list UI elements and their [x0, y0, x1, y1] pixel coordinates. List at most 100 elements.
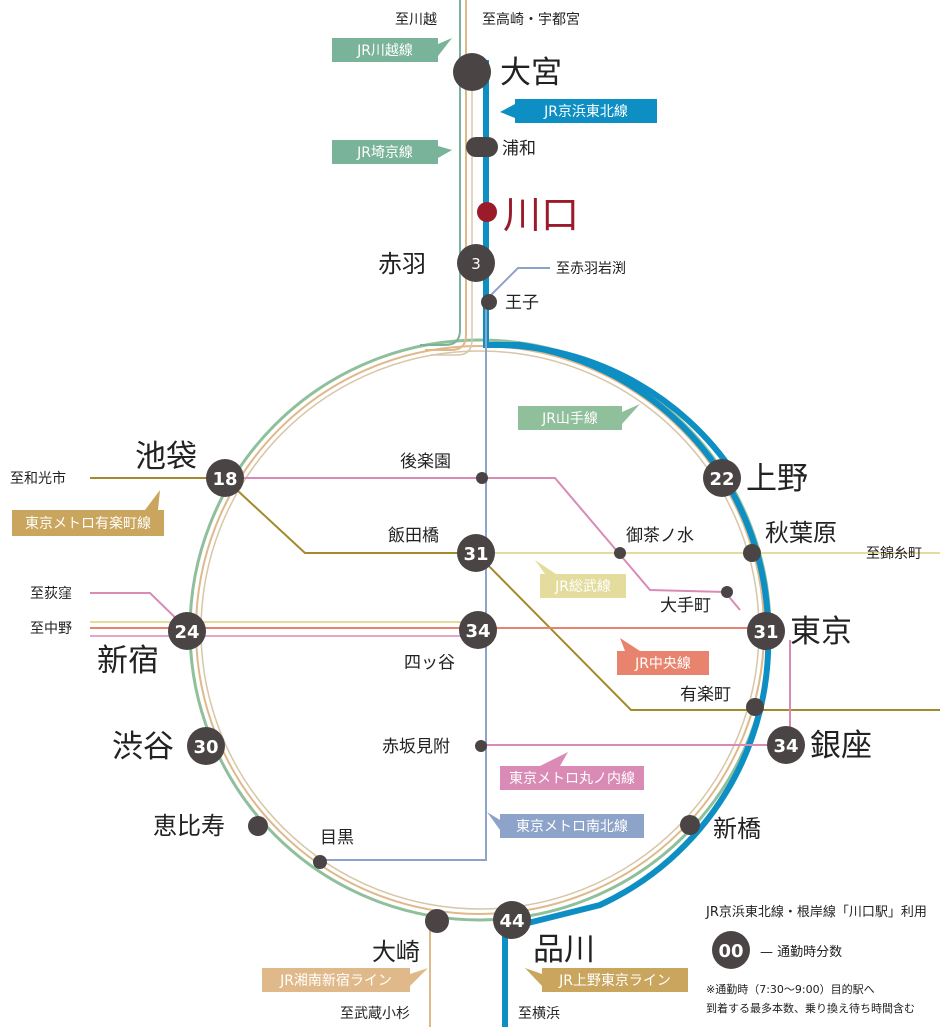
- legend: JR京浜東北線・根岸線「川口駅」利用 00 — 通勤時分数 ※通勤時（7:30〜…: [705, 904, 927, 1015]
- station-shimbashi-label: 新橋: [713, 815, 761, 843]
- svg-text:JR川越線: JR川越線: [356, 43, 413, 59]
- station-akabane-label: 赤羽: [378, 250, 426, 278]
- station-shibuya-marker[interactable]: [187, 727, 225, 765]
- station-ikebukuro-time: 18: [212, 469, 237, 490]
- station-korakuen-marker[interactable]: [476, 472, 488, 484]
- station-ginza-label: 銀座: [810, 728, 872, 764]
- tag-yurakucho: 東京メトロ有楽町線: [12, 490, 164, 536]
- station-yotsuya-marker[interactable]: [459, 611, 497, 649]
- tag-saikyo: JR埼京線: [332, 140, 452, 164]
- legend-sample-marker: [712, 931, 750, 969]
- svg-text:東京メトロ丸ノ内線: 東京メトロ丸ノ内線: [509, 771, 635, 787]
- station-ebisu-label: 恵比寿: [153, 812, 225, 840]
- station-urawa-label: 浦和: [502, 139, 536, 159]
- station-oji-marker[interactable]: [481, 294, 497, 310]
- station-urawa-marker[interactable]: [466, 137, 498, 157]
- svg-text:JR京浜東北線: JR京浜東北線: [543, 104, 628, 120]
- svg-text:JR埼京線: JR埼京線: [356, 145, 413, 161]
- line-paths: [90, 0, 940, 1027]
- akabaneiwabuchi-spur: [485, 267, 550, 301]
- station-yotsuya-label: 四ッ谷: [404, 653, 455, 673]
- station-otemachi-marker[interactable]: [721, 586, 733, 598]
- shonan-trunk-line: [425, 0, 467, 351]
- station-iidabashi-label: 飯田橋: [388, 526, 439, 546]
- svg-text:JR湘南新宿ライン: JR湘南新宿ライン: [279, 972, 392, 989]
- station-akihabara-marker[interactable]: [743, 544, 761, 562]
- station-shinjuku-label: 新宿: [97, 643, 159, 679]
- svg-text:JR山手線: JR山手線: [541, 411, 598, 427]
- station-shinjuku-marker[interactable]: [168, 612, 206, 650]
- legend-label: — 通勤時分数: [760, 945, 842, 960]
- station-iidabashi-time: 31: [463, 544, 488, 565]
- station-tokyo-marker[interactable]: [747, 612, 785, 650]
- station-shinjuku-time: 24: [174, 622, 199, 643]
- station-shinagawa-marker[interactable]: [493, 901, 531, 939]
- svg-text:東京メトロ有楽町線: 東京メトロ有楽町線: [25, 516, 151, 532]
- dest-takasaki: 至高崎・宇都宮: [482, 11, 580, 28]
- station-omiya-label: 大宮: [500, 55, 562, 91]
- line-tags: JR川越線 JR京浜東北線 JR埼京線 JR山手線 東京メトロ有楽町線 JR総武…: [12, 38, 709, 992]
- station-akasakamitsuke-marker[interactable]: [475, 740, 487, 752]
- station-shinagawa-label: 品川: [533, 932, 595, 968]
- station-oji-label: 王子: [505, 293, 539, 313]
- station-akabane-marker[interactable]: [457, 244, 495, 282]
- station-ginza-marker[interactable]: [767, 726, 805, 764]
- dest-kawagoe: 至川越: [395, 12, 437, 28]
- station-ueno-marker[interactable]: [703, 459, 741, 497]
- dest-musashikosugi: 至武蔵小杉: [340, 1006, 410, 1022]
- station-yotsuya-time: 34: [465, 621, 490, 642]
- destinations: 至川越 至高崎・宇都宮 至赤羽岩渕 至和光市 至錦糸町 至荻窪 至中野 至武蔵小…: [10, 11, 922, 1022]
- station-meguro-marker[interactable]: [313, 855, 327, 869]
- station-iidabashi-marker[interactable]: [457, 534, 495, 572]
- station-ikebukuro-label: 池袋: [135, 439, 197, 475]
- tag-namboku: 東京メトロ南北線: [487, 812, 644, 838]
- dest-nakano: 至中野: [30, 621, 72, 637]
- tag-kawagoe: JR川越線: [332, 38, 452, 62]
- tag-marunouchi: 東京メトロ丸ノ内線: [500, 752, 644, 790]
- dest-akabaneiwabuchi: 至赤羽岩渕: [556, 261, 626, 277]
- station-ginza-time: 34: [773, 736, 798, 757]
- dest-kinshicho: 至錦糸町: [866, 545, 922, 562]
- svg-text:JR中央線: JR中央線: [634, 656, 691, 672]
- station-shibuya-label: 渋谷: [112, 729, 174, 765]
- station-korakuen-label: 後楽園: [400, 452, 451, 472]
- yurakucho-line: [90, 477, 940, 711]
- station-ikebukuro-marker[interactable]: [206, 459, 244, 497]
- tag-shonanshinjuku: JR湘南新宿ライン: [262, 968, 428, 992]
- tag-chuo: JR中央線: [617, 638, 709, 675]
- station-kawaguchi-marker[interactable]: [477, 202, 497, 222]
- dest-yokohama: 至横浜: [518, 1006, 560, 1022]
- tag-sobu: JR総武線: [535, 560, 626, 598]
- station-tokyo-label: 東京: [790, 614, 852, 650]
- tag-keihintohoku: JR京浜東北線: [500, 99, 657, 123]
- station-ueno-label: 上野: [746, 461, 808, 497]
- station-omiya-marker[interactable]: [453, 53, 491, 91]
- station-ueno-time: 22: [709, 469, 734, 490]
- svg-text:東京メトロ南北線: 東京メトロ南北線: [516, 819, 628, 835]
- tag-uenotokyo: JR上野東京ライン: [525, 968, 688, 992]
- keihintohoku-ring-overlay: [485, 341, 738, 477]
- station-yurakucho-marker[interactable]: [746, 698, 764, 716]
- station-tokyo-time: 31: [753, 622, 778, 643]
- station-yurakucho-label: 有楽町: [680, 685, 731, 705]
- svg-text:JR総武線: JR総武線: [554, 579, 611, 595]
- station-shimbashi-marker[interactable]: [680, 815, 700, 835]
- tag-yamanote: JR山手線: [518, 404, 640, 430]
- stations: 大宮 浦和 川口 3 赤羽 王子 18 池袋 後楽園 31 飯田橋 御茶ノ水 大…: [97, 53, 872, 968]
- dest-ogikubo: 至荻窪: [30, 585, 72, 602]
- station-ebisu-marker[interactable]: [248, 816, 268, 836]
- saikyo-trunk-line: [420, 0, 461, 346]
- station-akabane-time: 3: [471, 255, 481, 273]
- station-ochanomizu-marker[interactable]: [614, 547, 626, 559]
- svg-text:JR上野東京ライン: JR上野東京ライン: [558, 973, 671, 989]
- station-akasakamitsuke-label: 赤坂見附: [382, 737, 450, 757]
- station-osaki-label: 大崎: [372, 938, 420, 966]
- namboku-line: [320, 300, 487, 861]
- station-akihabara-label: 秋葉原: [765, 519, 837, 547]
- kawagoe-trunk-line: [430, 70, 473, 356]
- station-meguro-label: 目黒: [320, 828, 354, 848]
- legend-note2: 到着する最多本数、乗り換え待ち時間含む: [706, 1001, 915, 1015]
- station-osaki-marker[interactable]: [425, 909, 449, 933]
- station-shinagawa-time: 44: [499, 911, 524, 932]
